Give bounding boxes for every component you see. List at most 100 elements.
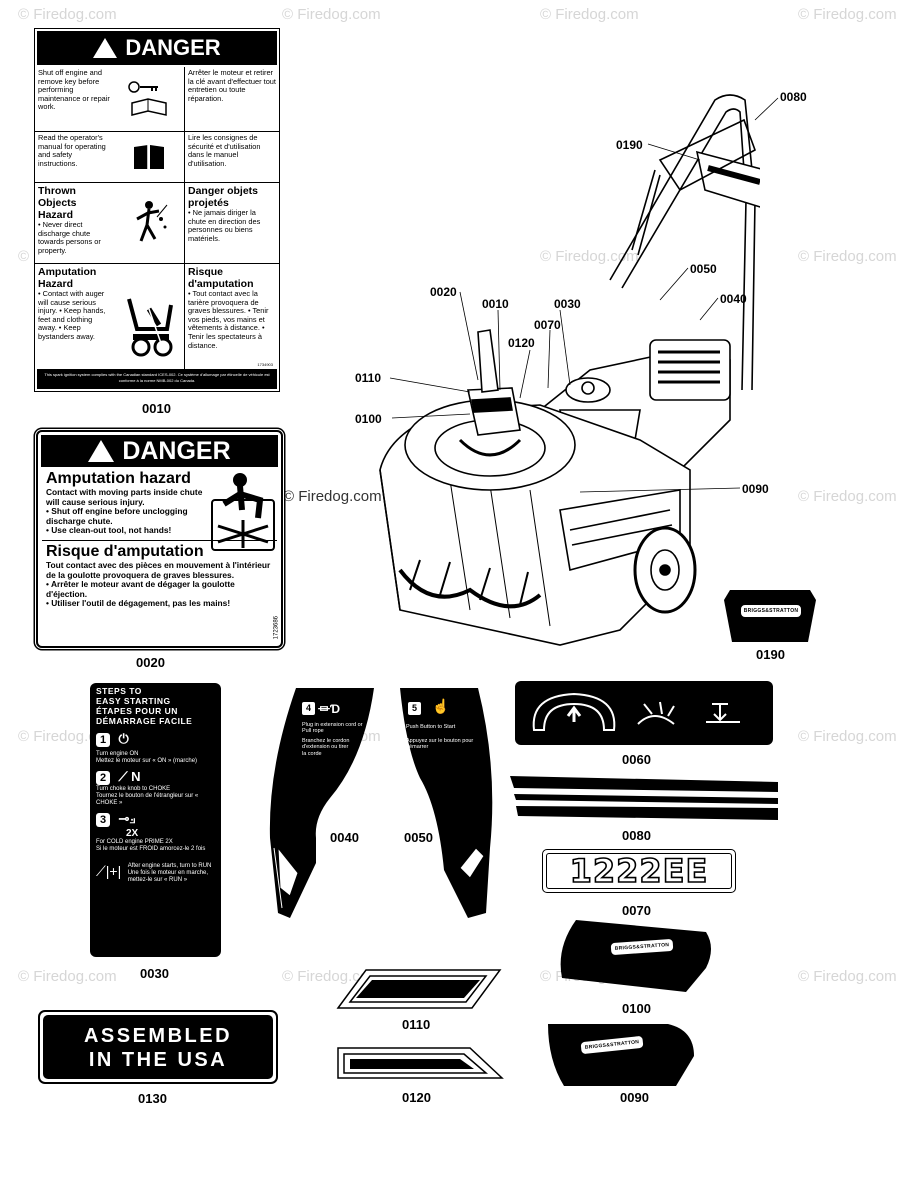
decal-code: 1734903 <box>257 362 273 367</box>
part-label-0050: 0050 <box>404 830 433 845</box>
danger-header: DANGER <box>37 31 277 65</box>
watermark: © Firedog.com <box>798 968 897 985</box>
part-label-0020: 0020 <box>136 655 165 670</box>
row-title-fr: Risque d'amputation <box>188 266 254 290</box>
row-text-fr: Arrêter le moteur et retirer la clé avan… <box>188 68 276 103</box>
assembled-line1: ASSEMBLED <box>83 1025 233 1047</box>
plug-rope-icon: ⏛Ɗ <box>318 702 341 716</box>
decal-0050-shape <box>400 688 493 918</box>
run-icon: ⟋|+| <box>96 863 122 879</box>
brand-badge: BRIGGS&STRATTON <box>740 604 802 618</box>
row-title-en: Thrown Objects Hazard <box>38 185 77 221</box>
decal-0120-stripe <box>337 1047 504 1079</box>
auger-engage-icon <box>640 690 641 691</box>
warning-triangle-icon <box>88 440 115 462</box>
watermark: © Firedog.com <box>798 728 897 745</box>
step-number: 3 <box>96 813 110 827</box>
watermark: © Firedog.com <box>540 248 639 265</box>
thrown-objects-icon <box>113 183 185 263</box>
key-manual-icon <box>113 67 185 131</box>
center-watermark: © Firedog.com <box>283 488 382 505</box>
amputation-bullet: • Use clean-out tool, not hands! <box>46 525 172 536</box>
decal-row-thrown-objects: Thrown Objects Hazard • Never direct dis… <box>35 182 279 263</box>
drive-engage-icon <box>710 690 711 691</box>
watermark: © Firedog.com <box>282 968 381 985</box>
decal-0070-model: 1222EE <box>542 849 736 893</box>
callout-0110: 0110 <box>355 371 382 385</box>
callout-0120: 0120 <box>508 336 535 350</box>
step-number: 4 <box>302 702 315 715</box>
primer-icon: ⊸⟓ <box>118 810 136 826</box>
steps-title-line: STEPS TO <box>96 686 142 696</box>
snow-thrower-diagram <box>379 94 760 646</box>
after-text-en: After engine starts, turn to RUN <box>127 863 212 869</box>
decal-row-manual: Read the operator's manual for operating… <box>35 131 279 182</box>
choke-icon: ⟋ N <box>118 768 141 784</box>
row-title-fr: Danger objets projetés <box>188 185 259 209</box>
step-text-en: Turn choke knob to CHOKE <box>96 786 171 792</box>
part-label-0090: 0090 <box>620 1090 649 1105</box>
amputation-title-en: Amputation hazard <box>46 470 191 487</box>
decal-0090-shape <box>548 1024 694 1086</box>
part-label-0110: 0110 <box>402 1017 431 1032</box>
watermark: © Firedog.com <box>798 6 897 23</box>
decal-0040-shape <box>269 688 374 918</box>
part-label-0130: 0130 <box>138 1091 167 1106</box>
part-label-0040: 0040 <box>330 830 359 845</box>
amputation-text-fr: Tout contact avec des pièces en mouvemen… <box>46 559 271 580</box>
step-text-fr: Si le moteur est FROID amorcez-le 2 fois <box>96 846 206 852</box>
row-title-en: Amputation Hazard <box>38 266 97 290</box>
amputation-title-fr: Risque d'amputation <box>46 542 204 560</box>
decal-text-en: Push Button to Start <box>406 724 456 730</box>
row-text-en: Read the operator's manual for operating… <box>38 133 106 168</box>
watermark: © Firedog.com <box>798 488 897 505</box>
watermark: © Firedog.com <box>540 6 639 23</box>
callout-0020: 0020 <box>430 285 457 299</box>
row-text-fr: • Tout contact avec la tarière provoquer… <box>188 289 269 350</box>
step-number: 5 <box>408 702 421 715</box>
hand-in-chute-icon <box>210 470 276 557</box>
part-label-0080: 0080 <box>622 828 651 843</box>
part-label-0100: 0100 <box>622 1001 651 1016</box>
callout-0100: 0100 <box>355 412 382 426</box>
part-label-0060: 0060 <box>622 752 651 767</box>
decal-text-fr: Appuyez sur le bouton pour démarrer <box>406 738 474 751</box>
amputation-bullet: • Shut off engine before unclogging disc… <box>46 506 188 526</box>
push-button-icon: ☝ <box>432 698 450 714</box>
book-icon <box>113 132 185 182</box>
prime-count: 2X <box>126 828 139 839</box>
decal-0010-danger: DANGER Shut off engine and remove key be… <box>34 28 280 392</box>
part-label-0070: 0070 <box>622 903 651 918</box>
row-text-fr: Lire les consignes de sécurité et d'util… <box>188 133 261 168</box>
amputation-text-en: Contact with moving parts inside chute w… <box>46 487 203 507</box>
callout-0090: 0090 <box>742 482 769 496</box>
steps-title-line: DÉMARRAGE FACILE <box>96 716 193 726</box>
row-text-en: • Never direct discharge chute towards p… <box>38 220 101 255</box>
part-label-0120: 0120 <box>402 1090 431 1105</box>
amputation-bullet: • Utiliser l'outil de dégagement, pas le… <box>46 598 231 609</box>
steps-title-line: EASY STARTING <box>96 696 171 706</box>
part-label-0190: 0190 <box>756 647 785 662</box>
watermark: © Firedog.com <box>18 968 117 985</box>
watermark: © Firedog.com <box>798 248 897 265</box>
decal-text-en: Plug in extension cord or Pull rope <box>302 722 363 735</box>
handle-bar-icon <box>540 690 541 691</box>
step-text-en: Turn engine ON <box>96 751 139 757</box>
footer-text: This spark ignition system complies with… <box>44 372 270 383</box>
decal-0130-assembled: ASSEMBLED IN THE USA <box>38 1010 278 1084</box>
part-label-0030: 0030 <box>140 966 169 981</box>
decal-text-fr: Branchez le cordon d'extension ou tirer … <box>302 738 350 757</box>
danger-header-text: DANGER <box>122 436 231 465</box>
decal-0060-control-panel <box>515 681 773 745</box>
step-number: 2 <box>96 771 110 785</box>
part-label-0010: 0010 <box>142 401 171 416</box>
row-text-en: • Contact with auger will cause serious … <box>38 289 106 341</box>
warning-triangle-icon <box>93 38 118 58</box>
step-text-fr: Mettez le moteur sur « ON » (marche) <box>96 758 198 764</box>
watermark: © Firedog.com <box>282 6 381 23</box>
callout-0040: 0040 <box>720 292 747 306</box>
row-text-en: Shut off engine and remove key before pe… <box>38 68 110 112</box>
decal-0020-danger: DANGER Amputation hazard Contact with mo… <box>36 430 283 648</box>
callout-0030: 0030 <box>554 297 581 311</box>
